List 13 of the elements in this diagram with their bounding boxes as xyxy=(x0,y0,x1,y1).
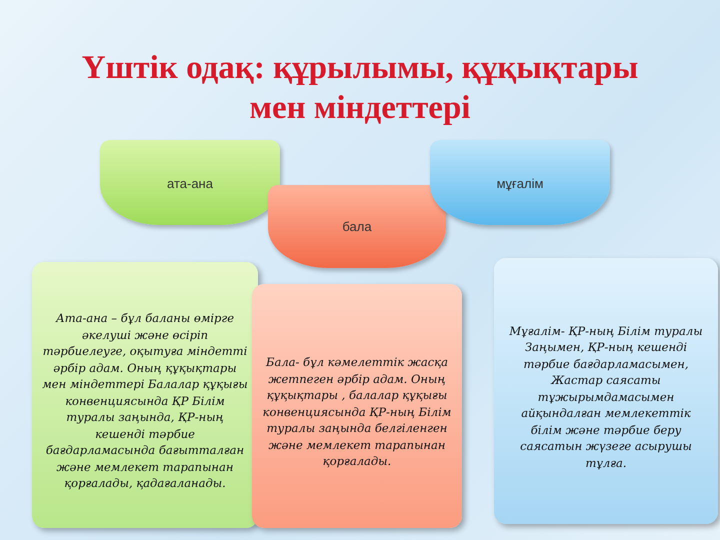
description-text: Ата-ана – бұл баланы өмірге әкелуші және өсіріп тәрбиелеуге, оқытуға міндетті әрбір адам. Оның құқықтары мен міндеттері Балалар құқығы конвенциясында ҚР Білім туралы заңында, ҚР-ның кешенді тәрбие бағдарламасында бағытталған және мемлекет тарапынан қорғалады, қадағаланады. xyxy=(42,310,248,492)
scroll-panel xyxy=(32,262,258,528)
tab-label: ата-ана xyxy=(167,176,213,191)
description-text: Мұғалім- ҚР-ның Білім туралы Заңымен, ҚР-ның кешенді тәрбие бағдарламасымен, Жастар саясаты тұжырымдамасымен айқындалған мемлекеттік білім және тәрбие беру саясатын жүзеге асырушы тұлға. xyxy=(508,322,704,472)
tab-label: бала xyxy=(342,219,372,234)
description-text: Бала- бұл кәмелеттік жасқа жетпеген әрбір адам. Оның құқықтары , балалар құқығы конвенциясында ҚР-ның Білім туралы заңында белгіленген және мемлекет тарапынан қорғалады. xyxy=(262,354,452,470)
scroll-panel xyxy=(252,284,462,528)
slide-title: Үштік одақ: құрылымы, құқықтары мен міндеттері xyxy=(80,49,640,128)
scroll-panel xyxy=(494,258,718,524)
tab-shape xyxy=(268,185,446,268)
tab-shape xyxy=(430,140,610,225)
tab-label: мұғалім xyxy=(496,176,544,191)
tab-shape xyxy=(100,140,280,225)
